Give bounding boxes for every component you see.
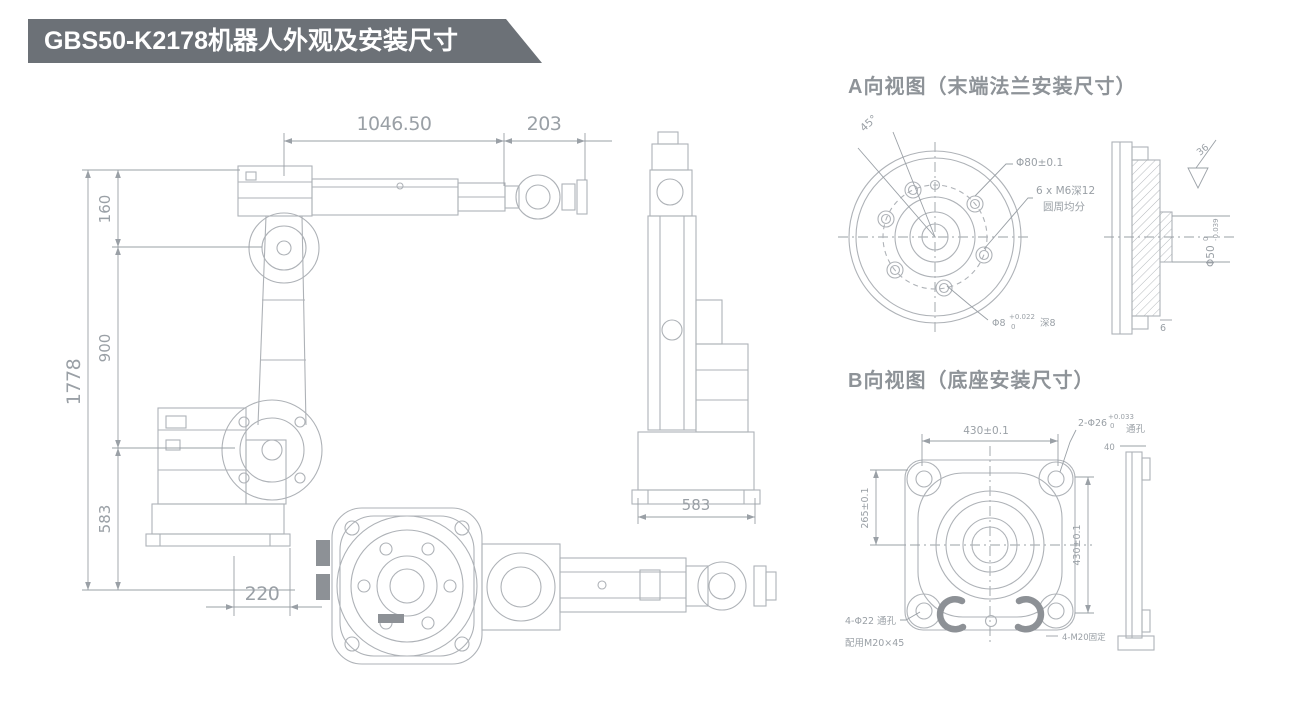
dim-bolt-circle: Φ80±0.1 [1016, 157, 1063, 169]
note-base-pin-suffix: 通孔 [1126, 424, 1146, 435]
note-base-bolts-1: 4-Φ22 通孔 [845, 616, 897, 627]
note-pin-tol-lower: 0 [1011, 323, 1015, 331]
note-base-pin-holes: 2-Φ26 [1078, 418, 1107, 429]
dim-base-left: 265±0.1 [860, 487, 871, 528]
brand-logo-mark [378, 614, 404, 623]
note-base-bottom: 4-M20固定 [1062, 632, 1106, 643]
base-clamp-mark [1014, 596, 1045, 633]
dim-spigot-depth: 6 [1160, 323, 1166, 334]
dim-base-top: 430±0.1 [963, 425, 1009, 437]
page-title: GBS50-K2178机器人外观及安装尺寸 [44, 27, 458, 55]
dim-base-pin-offset: 40 [1104, 443, 1115, 453]
view-b-heading: B向视图（底座安装尺寸） [848, 370, 1095, 392]
dim-total-height: 1778 [63, 359, 85, 405]
flange-pin-hole [929, 179, 941, 191]
surface-finish-icon [1187, 167, 1209, 190]
title-banner: GBS50-K2178机器人外观及安装尺寸 [28, 19, 542, 63]
dim-flange-width: 36 [1195, 142, 1211, 158]
dim-base-right: 430±0.1 [1072, 524, 1083, 565]
dim-spigot-tol-upper: 0 [1202, 237, 1210, 241]
dim-top-main: 1046.50 [356, 113, 431, 135]
view-a-flange-drawing: 45° Φ80±0.1 6 x M6深12 圆周均分 Φ8 +0.022 0 深… [838, 113, 1095, 332]
dim-spigot-tol-lower: -0.039 [1212, 218, 1220, 241]
note-flange-holes-2: 圆周均分 [1043, 201, 1085, 213]
robot-bottom-view [316, 507, 777, 665]
note-flange-holes-1: 6 x M6深12 [1036, 185, 1095, 197]
view-b-base-section [1117, 451, 1155, 651]
dim-flange-angle: 45° [858, 113, 880, 134]
robot-front-view [145, 165, 588, 547]
note-base-pin-tol-lower: 0 [1110, 422, 1114, 430]
dim-upper: 160 [96, 195, 114, 224]
connector-block [316, 574, 330, 600]
base-clamp-mark [936, 596, 967, 633]
front-view-dimensions: 1046.50 203 1778 160 900 583 220 [63, 113, 612, 616]
dim-spigot: Φ50 [1205, 245, 1217, 267]
view-a-heading: A向视图（末端法兰安装尺寸） [848, 76, 1137, 98]
robot-side-view [631, 131, 761, 505]
dim-side-width: 583 [682, 496, 711, 514]
note-pin-tol-upper: +0.022 [1009, 313, 1035, 321]
dim-bottom-offset: 220 [245, 583, 280, 605]
view-a-flange-section: 36 Φ50 0 -0.039 6 [1104, 139, 1235, 335]
dim-top-wrist: 203 [527, 113, 562, 135]
dim-base: 583 [96, 505, 114, 534]
note-base-bolts-2: 配用M20×45 [845, 638, 904, 649]
side-view-dimensions: 583 [637, 496, 756, 524]
dim-spigot-group: Φ50 0 -0.039 [1202, 218, 1220, 267]
note-pin-hole: Φ8 [992, 318, 1006, 329]
note-base-pin-tol-upper: +0.033 [1108, 413, 1134, 421]
view-b-base-drawing: 430±0.1 2-Φ26 +0.033 0 通孔 40 265±0.1 430… [845, 413, 1146, 649]
flange-bolt-holes [877, 179, 993, 297]
note-pin-depth: 深8 [1040, 318, 1056, 329]
connector-block [316, 540, 330, 566]
dim-arm: 900 [96, 334, 114, 363]
